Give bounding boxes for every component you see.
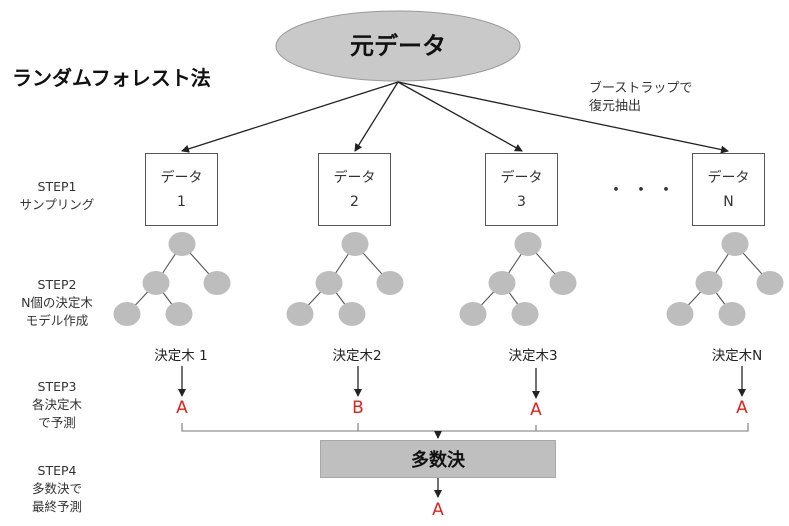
step1-label: STEP1 サンプリング [19,179,95,212]
prediction-1: A [176,398,188,418]
sample-box-title: データ [160,169,203,186]
tree-label-3: 決定木3 [508,348,558,364]
prediction-3: A [530,400,542,420]
final-prediction: A [432,500,444,520]
sample-box-index: 2 [350,193,359,210]
tree-label-1: 決定木 1 [154,348,208,364]
prediction-n: A [736,398,748,418]
decision-tree-icon [666,232,784,326]
tree-node [315,271,343,295]
tree-icons [113,232,784,326]
tree-label-2: 決定木2 [332,348,382,364]
bootstrap-arrow [397,81,523,152]
tree-label-n: 決定木N [711,348,763,364]
tree-node [721,232,749,256]
tree-node [459,302,487,326]
sample-box-3: データ 3 [485,153,558,226]
tree-node [549,271,577,295]
decision-tree-icon [459,232,577,326]
step2-label: STEP2 N個の決定木 モデル作成 [21,277,93,328]
sample-box-2: データ 2 [318,153,391,226]
aggregation-bracket [181,423,749,498]
tree-node [511,302,539,326]
bootstrap-arrow [354,81,399,152]
prediction-arrows [178,366,746,399]
bracket-line [181,423,749,432]
sample-box-1: データ 1 [145,153,218,226]
sample-box-title: データ [333,169,376,186]
step4-label: STEP4 多数決で 最終予測 [31,463,82,514]
ellipsis-dots: ・・・ [607,180,682,201]
tree-node [113,302,141,326]
bootstrap-arrow [397,81,729,154]
majority-vote-bar: 多数決 [320,440,556,478]
tree-node [203,271,231,295]
sample-box-index: 3 [517,193,526,210]
sample-box-index: N [723,193,734,210]
tree-node [168,232,196,256]
tree-node [756,271,784,295]
tree-node [286,302,314,326]
tree-node [695,271,723,295]
decision-tree-icon [113,232,231,326]
bootstrap-arrows [181,81,729,154]
tree-node [718,302,746,326]
step3-label: STEP3 各決定木 で予測 [31,379,82,430]
decision-tree-icon [286,232,404,326]
tree-node [338,302,366,326]
bootstrap-note: ブーストラップで 復元抽出 [589,81,693,114]
tree-node [142,271,170,295]
tree-node [165,302,193,326]
tree-node [376,271,404,295]
tree-node [488,271,516,295]
tree-node [341,232,369,256]
source-data-label: 元データ [350,32,446,60]
bootstrap-arrow [181,81,399,153]
sample-box-n: データ N [692,153,765,226]
tree-node [514,232,542,256]
sample-box-title: データ [500,169,543,186]
prediction-2: B [352,398,364,418]
sample-box-title: データ [707,169,750,186]
page-title: ランダムフォレスト法 [12,66,211,90]
sample-box-index: 1 [177,193,186,210]
tree-node [666,302,694,326]
source-data-ellipse [275,10,521,82]
